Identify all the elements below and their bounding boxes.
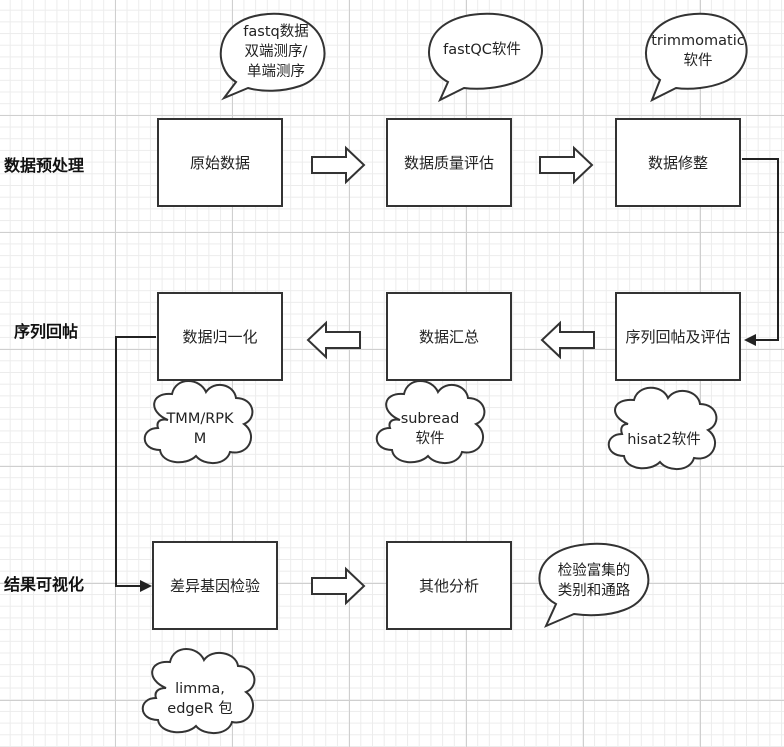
- box-quality-assessment: 数据质量评估: [386, 118, 512, 207]
- cloud-tmm: [143, 380, 254, 464]
- arrow-diff-to-other: [311, 566, 366, 606]
- arrow-raw-to-quality: [311, 145, 366, 185]
- stage-label-preprocess: 数据预处理: [4, 156, 85, 175]
- stage-label-alignment: 序列回帖: [14, 322, 79, 341]
- speech-bubble-fastq: [219, 12, 326, 101]
- note-enrichment: 检验富集的 类别和通路: [557, 563, 631, 599]
- note-trimmomatic: trimmomatic 软件: [651, 33, 745, 69]
- box-other-analysis: 其他分析: [386, 541, 512, 630]
- note-subread: subread 软件: [400, 411, 460, 447]
- arrow-eval-to-summary: [540, 320, 595, 360]
- speech-bubble-trimmomatic: [645, 12, 748, 103]
- box-raw-data: 原始数据: [157, 118, 283, 207]
- connector-trim-to-eval: [742, 158, 779, 341]
- speech-bubble-enrichment: [538, 542, 650, 628]
- note-tmm: TMM/RPK M: [166, 411, 234, 447]
- note-limma: limma, edgeR 包: [167, 681, 233, 717]
- box-summary: 数据汇总: [386, 292, 512, 381]
- cloud-limma: [141, 648, 256, 734]
- speech-bubble-fastqc: [428, 12, 543, 103]
- note-fastqc: fastQC软件: [443, 42, 521, 58]
- connector-norm-to-diff: [115, 336, 156, 587]
- note-hisat2: hisat2软件: [627, 432, 701, 448]
- arrow-summary-to-norm: [306, 320, 361, 360]
- cloud-hisat2: [607, 386, 718, 470]
- stage-label-visualization: 结果可视化: [4, 575, 85, 594]
- arrow-quality-to-trim: [539, 145, 594, 185]
- arrowhead-norm-to-diff: [140, 580, 152, 592]
- cloud-subread: [375, 380, 486, 464]
- note-fastq: fastq数据 双端测序/ 单端测序: [243, 24, 309, 80]
- box-alignment-eval: 序列回帖及评估: [615, 292, 741, 381]
- box-normalization: 数据归一化: [157, 292, 283, 381]
- box-trimming: 数据修整: [615, 118, 741, 207]
- box-diff-gene-test: 差异基因检验: [152, 541, 278, 630]
- arrowhead-trim-to-eval: [744, 334, 756, 346]
